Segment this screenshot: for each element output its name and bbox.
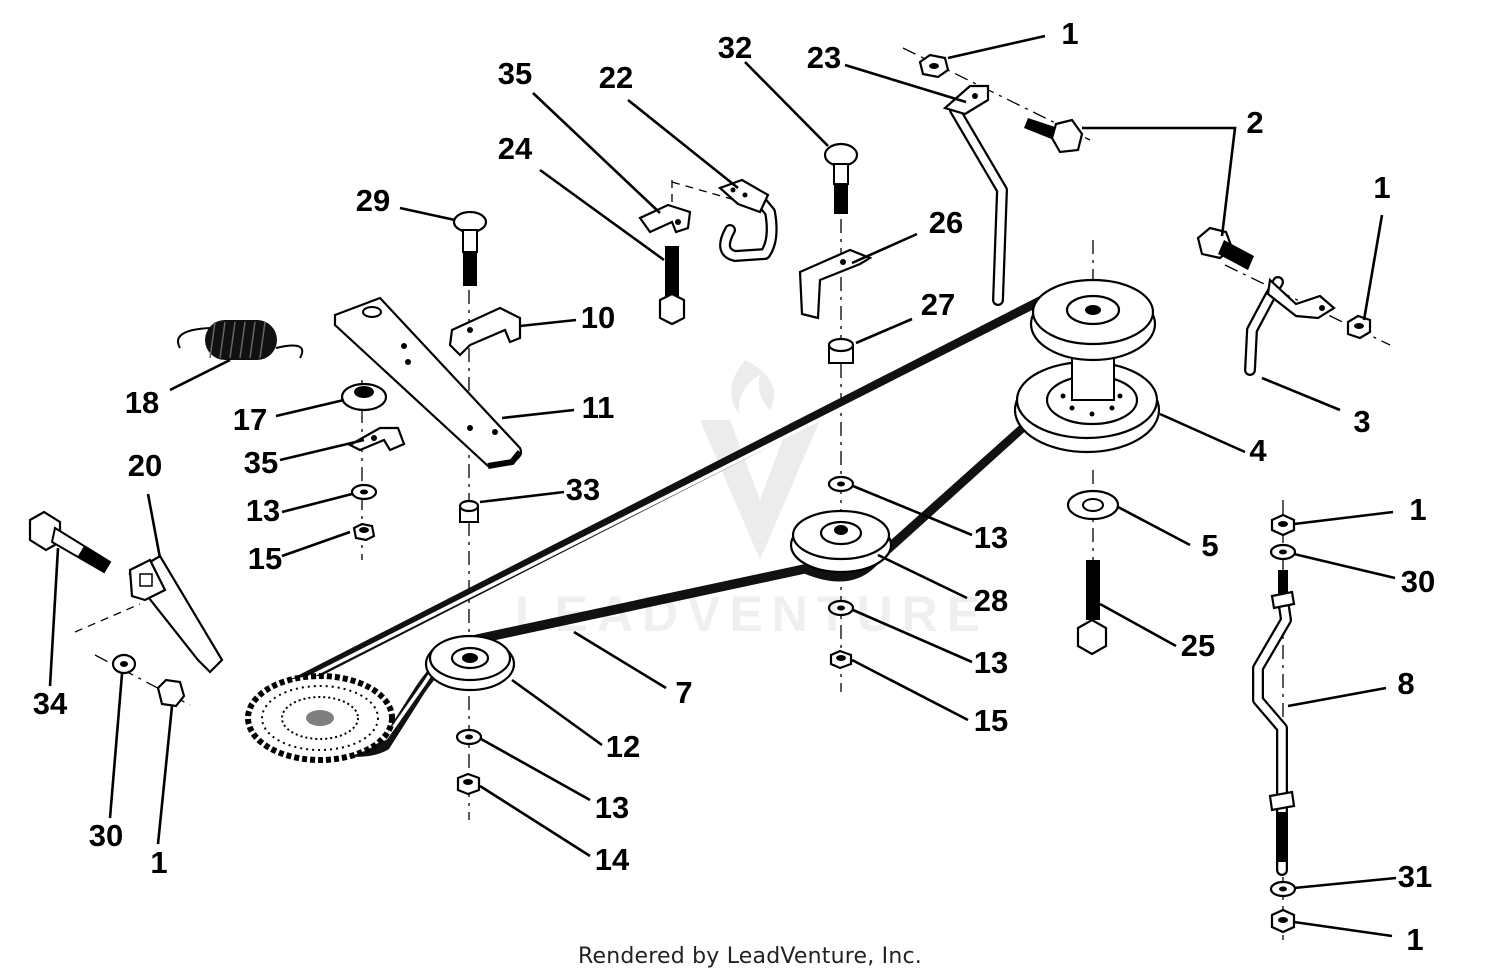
idler-arm-plate-11 [333,296,523,469]
spacer-33 [458,499,480,523]
nut-1-right [1346,314,1372,340]
callout-22: 22 [599,60,633,95]
handle-22 [717,178,778,262]
callout-14: 14 [595,842,630,877]
washer-5 [1066,489,1120,521]
callout-35-top: 35 [498,56,532,91]
callout-28: 28 [974,583,1008,618]
callout-13-center-bottom: 13 [974,645,1008,680]
callout-30-left: 30 [89,818,123,853]
rod-3 [1244,276,1336,376]
callout-11: 11 [582,390,615,425]
callout-1-right: 1 [1373,170,1390,205]
bolt-34 [28,510,112,574]
rod-8 [1252,570,1296,876]
callout-10: 10 [581,300,615,335]
bolt-2-lower [1196,226,1254,270]
leader-lines [48,34,1397,938]
callout-23: 23 [807,40,841,75]
washer-30-right [1269,543,1297,561]
callout-7: 7 [675,675,692,710]
idler-pulley-28 [789,509,893,574]
callout-13-left: 13 [246,493,280,528]
nut-15-left [352,522,376,542]
nut-1-top [918,53,950,79]
nut-15-center [829,649,853,670]
callout-13-center-top: 13 [974,520,1008,555]
clip-35-top [638,203,692,234]
washer-31 [1269,880,1297,898]
spacer-17 [340,382,388,412]
carriage-bolt-29 [452,210,488,286]
spring-18 [177,320,304,360]
engine-pulley [245,673,395,763]
callout-13-pulley12: 13 [595,790,629,825]
callout-1-top: 1 [1061,16,1078,51]
washer-13-left [350,483,378,501]
callout-26: 26 [929,205,963,240]
callout-12: 12 [606,729,640,764]
callout-15-left: 15 [248,541,282,576]
double-pulley-4 [1013,278,1161,454]
washer-13-center-top [827,475,855,493]
callout-32: 32 [718,30,752,65]
callout-5: 5 [1201,528,1218,563]
callout-34: 34 [33,686,68,721]
callout-3: 3 [1353,404,1370,439]
callout-30-right: 30 [1401,564,1435,599]
nut-1-left [156,678,186,708]
callout-20: 20 [128,448,162,483]
carriage-bolt-32 [823,142,859,214]
callout-31: 31 [1398,859,1432,894]
bolt-25 [1076,560,1108,656]
bracket-20 [128,554,224,674]
callout-4: 4 [1249,433,1267,468]
callout-1-left: 1 [150,845,167,880]
footer-credit: Rendered by LeadVenture, Inc. [578,944,922,969]
washer-13-center-bottom [827,599,855,617]
nut-14 [456,772,481,796]
rod-23 [942,84,1008,306]
callout-17: 17 [233,402,267,437]
callout-35-lower: 35 [244,445,278,480]
callout-1-rod8-top: 1 [1409,492,1426,527]
idler-pulley-12 [424,634,516,692]
callout-labels: 1 23 32 22 35 24 2 1 29 26 27 10 18 17 1… [33,16,1435,957]
clip-35-lower [347,426,406,452]
callout-25: 25 [1181,628,1215,663]
nut-1-rod8-bottom [1270,908,1296,934]
callout-1-rod8-bottom: 1 [1406,922,1423,957]
bolt-24 [658,246,686,326]
bracket-10 [448,306,522,357]
callout-33: 33 [566,472,600,507]
callout-2: 2 [1246,105,1263,140]
callout-24: 24 [498,131,533,166]
washer-13-pulley12 [455,728,483,746]
washer-30-left [111,653,137,675]
spacer-27 [827,337,855,364]
bracket-26 [798,248,873,320]
callout-15-center: 15 [974,703,1008,738]
bolt-2-upper [1024,118,1084,154]
callout-18: 18 [125,385,159,420]
callout-27: 27 [921,287,955,322]
nut-1-rod8-top [1270,513,1296,537]
callout-8: 8 [1397,666,1414,701]
callout-29: 29 [356,183,390,218]
